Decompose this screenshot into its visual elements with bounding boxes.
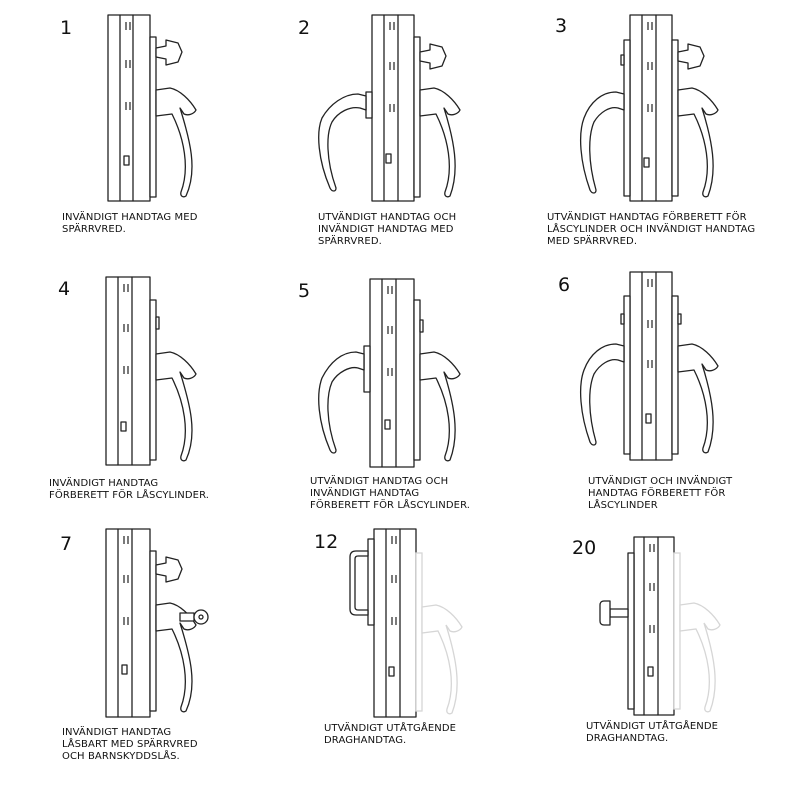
outside-handle — [318, 93, 367, 192]
diagram-cell-12: 12 UTVÄNDIGT UTÅTGÅENDE DRAGHANDTAG. — [260, 525, 520, 785]
handle-drawing-1 — [107, 14, 197, 202]
diagram-caption: INVÄNDIGT HANDTAG LÅSBART MED SPÄRRVRED … — [62, 727, 198, 762]
diagram-number: 1 — [60, 17, 73, 39]
diagram-cell-5: 5 UTVÄNDIGT HANDTAG OCH INVÄNDIGT HANDTA… — [260, 262, 520, 522]
handle-drawing-5 — [318, 278, 461, 468]
diagram-caption: UTVÄNDIGT HANDTAG FÖRBERETT FÖR LÅSCYLIN… — [547, 212, 756, 247]
diagram-caption: UTVÄNDIGT OCH INVÄNDIGT HANDTAG FÖRBERET… — [588, 476, 733, 511]
inside-handle — [677, 343, 719, 454]
inside-handle-ghost — [679, 602, 721, 713]
diagram-cell-1: 1 INVÄNDIGT HANDTAG MED SPÄRRVRED. — [0, 0, 260, 260]
diagram-cell-7: 7 INVÄNDIGT HANDTAG LÅSBART MED SPÄRRVRE… — [0, 525, 260, 785]
handle-drawing-3 — [580, 14, 719, 202]
inside-handle — [419, 87, 461, 198]
diagram-caption: UTVÄNDIGT UTÅTGÅENDE DRAGHANDTAG. — [324, 723, 457, 746]
inside-handle — [155, 602, 197, 713]
locking-knob — [419, 43, 447, 70]
diagram-number: 4 — [58, 278, 71, 300]
diagram-cell-6: 6 UTVÄNDIGT OCH INVÄNDIGT HANDTAG FÖRBER… — [530, 262, 790, 522]
locking-knob — [155, 39, 183, 66]
diagram-cell-20: 20 UTVÄNDIGT UTÅTGÅENDE DRAGHANDTAG. — [530, 525, 790, 785]
diagram-cell-3: 3 UTVÄNDIGT HANDTAG FÖRBERETT FÖR LÅSCYL… — [530, 0, 790, 260]
child-lock-key-icon — [179, 609, 209, 625]
locking-knob — [677, 43, 705, 70]
inside-handle — [419, 351, 461, 462]
handle-drawing-20 — [599, 536, 721, 716]
inside-handle — [155, 351, 197, 462]
inside-handle-ghost — [421, 604, 463, 715]
pull-knob — [599, 600, 629, 626]
inside-handle — [155, 87, 197, 198]
outside-handle — [318, 351, 365, 454]
diagram-number: 12 — [314, 531, 339, 553]
diagram-number: 2 — [298, 17, 311, 39]
handle-drawing-2 — [318, 14, 461, 202]
door-profile — [107, 14, 157, 202]
diagram-number: 3 — [555, 15, 568, 37]
diagram-cell-4: 4 INVÄNDIGT HANDTAG FÖRBERETT FÖR LÅSCYL… — [0, 262, 260, 522]
outside-handle — [580, 343, 625, 446]
diagram-number: 20 — [572, 537, 597, 559]
outside-handle — [580, 91, 625, 194]
handle-drawing-4 — [105, 276, 197, 466]
diagram-caption: INVÄNDIGT HANDTAG FÖRBERETT FÖR LÅSCYLIN… — [49, 478, 210, 501]
handle-drawing-7 — [105, 528, 209, 718]
handle-drawing-6 — [580, 271, 719, 461]
diagram-caption: INVÄNDIGT HANDTAG MED SPÄRRVRED. — [62, 212, 198, 235]
diagram-caption: UTVÄNDIGT HANDTAG OCH INVÄNDIGT HANDTAG … — [310, 476, 471, 511]
diagram-number: 5 — [298, 280, 311, 302]
diagram-caption: UTVÄNDIGT HANDTAG OCH INVÄNDIGT HANDTAG … — [318, 212, 457, 247]
diagram-number: 6 — [558, 274, 571, 296]
diagram-caption: UTVÄNDIGT UTÅTGÅENDE DRAGHANDTAG. — [586, 721, 719, 744]
diagram-cell-2: 2 UTVÄNDIGT HANDTAG OCH INVÄNDIGT HANDTA… — [260, 0, 520, 260]
handle-drawing-12 — [349, 528, 463, 718]
pull-handle — [349, 550, 369, 616]
diagram-number: 7 — [60, 533, 73, 555]
locking-knob — [155, 556, 183, 583]
inside-handle — [677, 87, 719, 198]
